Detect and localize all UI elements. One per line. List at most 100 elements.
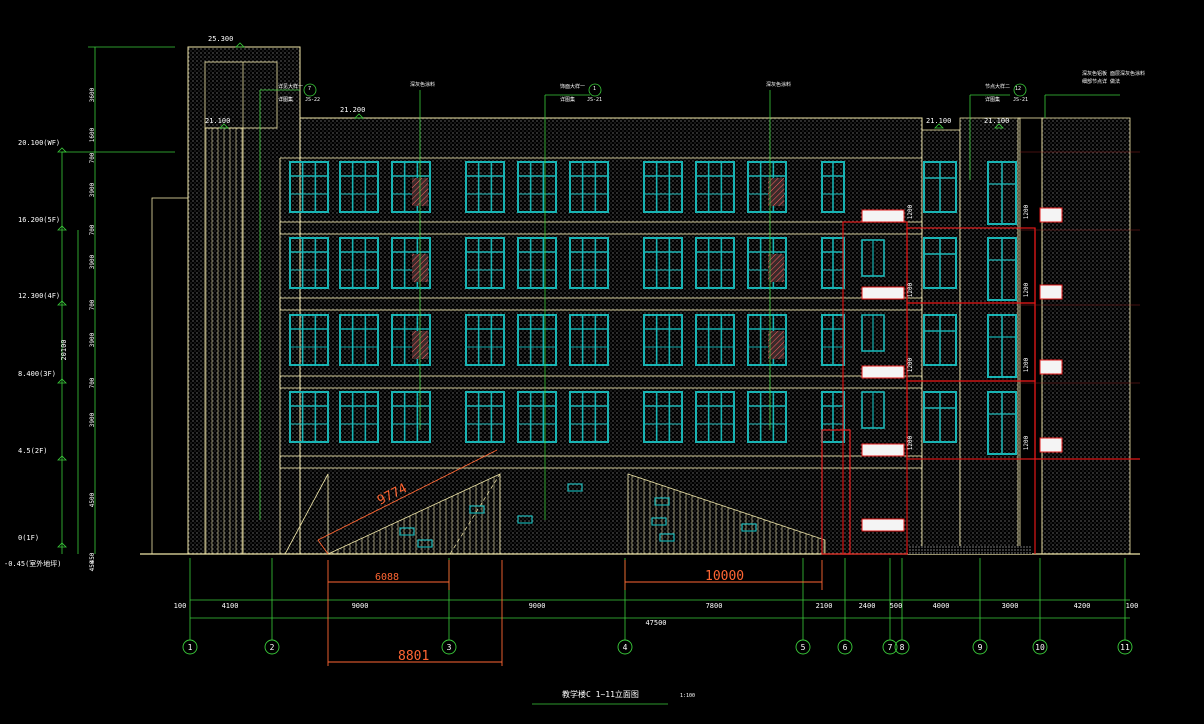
svg-text:9: 9 [978,643,983,652]
window [289,314,329,366]
window [465,391,505,443]
left-dim: 450 [89,560,96,571]
stair-dim: 1200 [907,282,914,297]
window [569,237,609,289]
window [747,161,787,213]
left-dim: 700 [89,377,96,388]
drawing-title-text: 教学楼C 1~11立面图 [562,689,639,699]
window [289,237,329,289]
window [465,161,505,213]
callout-paint-2: 深灰色涂料 [766,81,791,88]
callout-paint-1: 深灰色涂料 [410,81,435,88]
far-right-block [1041,117,1131,555]
left-dim-total: 20100 [60,339,68,360]
window [289,391,329,443]
ground-gravel [908,546,1032,554]
drawing-title: 教学楼C 1~11立面图 1:100 [562,689,695,699]
axis-bubble-1: 1 [182,639,198,655]
window [821,391,845,443]
vent [741,523,757,532]
left-tower-top [204,61,278,129]
window [821,237,845,289]
axis-bubble-2: 2 [264,639,280,655]
window [391,391,431,443]
window [923,237,957,289]
level-3f: 8.400(3F) [18,370,56,378]
axis-bubble-11: 11 [1117,639,1133,655]
callout-detail-3-sheet: JS-21 [587,97,602,103]
window [339,314,379,366]
bottom-dim: 4100 [222,602,239,610]
bottom-dim: 500 [890,602,903,610]
svg-text:11: 11 [1120,643,1130,652]
callout-aluminum: 深灰色铝板 面层深灰色涂料 [1082,70,1145,77]
left-dim: 3900 [89,254,96,269]
window [517,237,557,289]
right-tower [959,117,1021,555]
bottom-dim-total: 47500 [645,619,666,627]
window [643,161,683,213]
orange-dims [317,449,823,666]
window [747,391,787,443]
left-dim: 700 [89,299,96,310]
left-dim: 3600 [89,87,96,102]
vent [567,483,583,492]
window [695,314,735,366]
window [643,237,683,289]
window [289,161,329,213]
axis-bubble-10: 10 [1032,639,1048,655]
vent [417,539,433,548]
window [643,391,683,443]
left-dim: 700 [89,152,96,163]
window [861,314,885,352]
window [391,237,431,289]
svg-text:2: 2 [270,643,275,652]
left-balcony-strip [151,197,189,555]
level-1f: 0(1F) [18,534,39,542]
left-dim: 3900 [89,412,96,427]
bottom-dim: 2400 [859,602,876,610]
axis-bubble-5: 5 [795,639,811,655]
callout-labels: 详见大样一 详图集 7 JS-22 深灰色涂料 饰面大样一 详图集 1 JS-2… [278,70,1145,103]
window [391,161,431,213]
stair-dim: 1200 [907,435,914,450]
bottom-dim: 100 [174,602,187,610]
window [821,314,845,366]
window-group [289,161,1017,548]
callout-detail-5-num: 12 [1015,86,1021,92]
level-labels: 25.300 21.200 21.100 21.100 21.100 20.10… [4,35,1009,568]
axis-bubble-6: 6 [837,639,853,655]
level-4f: 12.300(4F) [18,292,60,300]
bottom-dim: 100 [1126,602,1139,610]
axis-bubble-3: 3 [441,639,457,655]
vent [517,515,533,524]
callout-detail-5: 节点大样二 [985,83,1010,90]
window [747,314,787,366]
level-ticks [57,42,1004,548]
bottom-dim: 9000 [529,602,546,610]
left-dim: 4500 [89,492,96,507]
svg-text:7: 7 [888,643,893,652]
window [517,314,557,366]
green-lines [61,46,1130,705]
window [923,391,957,443]
window [861,391,885,429]
dim-6088: 6088 [375,572,399,583]
window [569,391,609,443]
callout-detail-3: 饰面大样一 [560,83,585,90]
left-dim: 1600 [89,127,96,142]
bottom-dim: 4000 [933,602,950,610]
vent [651,517,667,526]
window [695,161,735,213]
level-ground: -0.45(室外地坪) [4,559,62,568]
axis-bubble-8: 8 [894,639,910,655]
level-wf: 20.100(WF) [18,139,60,147]
svg-text:1: 1 [188,643,193,652]
level-left: 21.100 [205,117,230,125]
dim-8801: 8801 [398,649,429,664]
drawing-scale: 1:100 [680,693,695,699]
svg-text:8: 8 [900,643,905,652]
